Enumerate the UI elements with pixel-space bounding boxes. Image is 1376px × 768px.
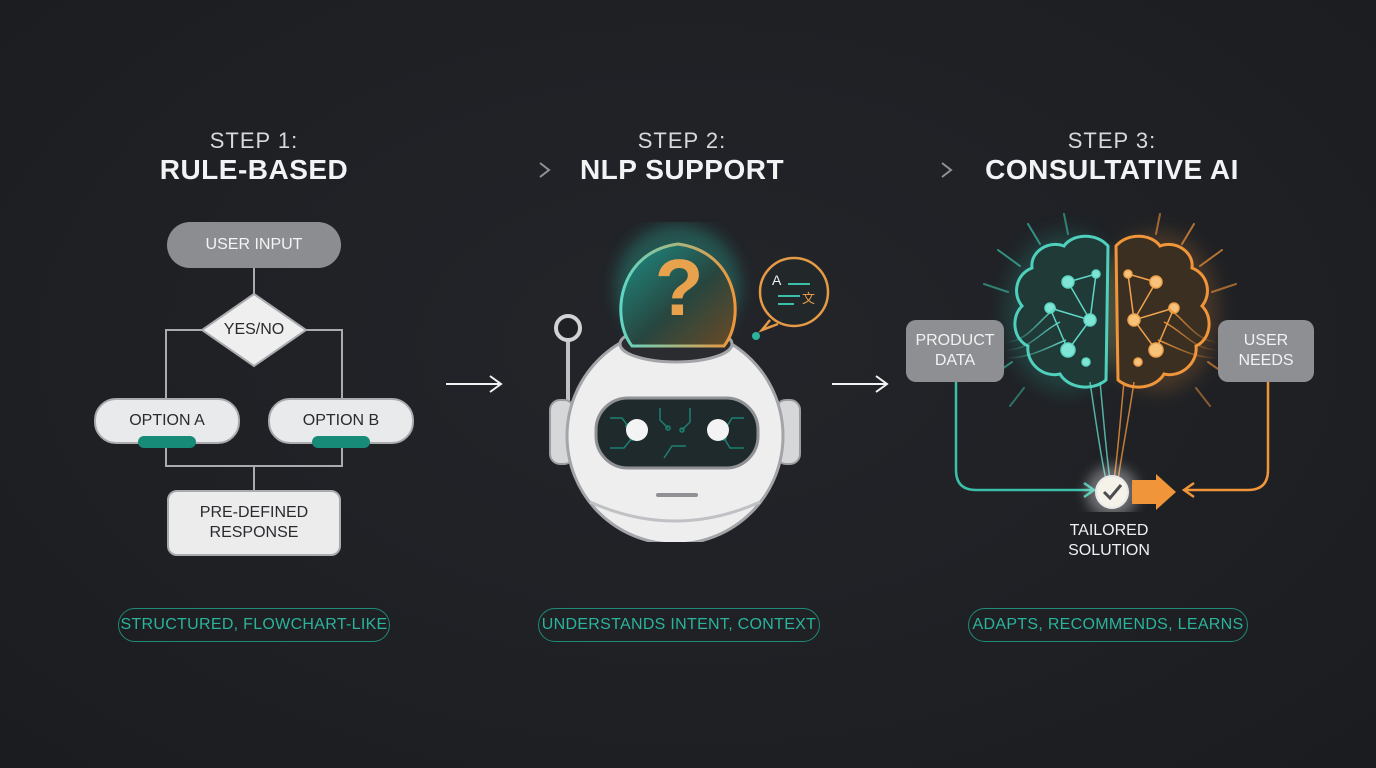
step3-tag: ADAPTS, RECOMMENDS, LEARNS bbox=[968, 608, 1248, 642]
translate-glyph-zh: 文 bbox=[802, 291, 816, 306]
arrow-right-icon bbox=[832, 375, 889, 393]
robot-icon bbox=[549, 224, 801, 542]
product-data-line2: DATA bbox=[934, 352, 976, 369]
step2-label: STEP 2: bbox=[637, 128, 727, 153]
question-bulb-icon: ? bbox=[654, 243, 704, 332]
step3-title: CONSULTATIVE AI bbox=[985, 154, 1239, 185]
user-input-node: USER INPUT bbox=[167, 222, 341, 268]
option-a-indicator bbox=[138, 436, 196, 448]
step2-title: NLP SUPPORT bbox=[579, 154, 785, 185]
tailored-solution-label: TAILORED SOLUTION bbox=[1029, 521, 1189, 561]
decision-diamond bbox=[200, 292, 308, 368]
step3-label: STEP 3: bbox=[1067, 128, 1157, 153]
user-needs-line1: USER bbox=[1243, 332, 1289, 349]
step1-title: RULE-BASED bbox=[159, 154, 349, 185]
brain-icon bbox=[954, 213, 1270, 512]
result-arrow-icon bbox=[1132, 474, 1176, 510]
header-arrow-icon bbox=[820, 162, 953, 178]
tailored-line1: TAILORED bbox=[1069, 522, 1149, 539]
option-b-indicator bbox=[312, 436, 370, 448]
step2-tag: UNDERSTANDS INTENT, CONTEXT bbox=[538, 608, 820, 642]
checkmark-icon bbox=[1095, 475, 1129, 509]
translate-glyph-a: A bbox=[772, 272, 782, 288]
user-needs-line2: NEEDS bbox=[1238, 352, 1294, 369]
decision-label: YES/NO bbox=[223, 321, 285, 338]
tailored-line2: SOLUTION bbox=[1068, 542, 1150, 559]
response-line1: PRE-DEFINED bbox=[199, 504, 309, 521]
user-needs-node: USER NEEDS bbox=[1218, 320, 1314, 382]
header-arrow-icon bbox=[382, 162, 551, 178]
translate-bubble-icon bbox=[752, 256, 830, 340]
flowchart-connectors bbox=[165, 268, 343, 492]
arrow-right-icon bbox=[446, 375, 503, 393]
response-line2: RESPONSE bbox=[209, 524, 299, 541]
step1-label: STEP 1: bbox=[209, 128, 299, 153]
step1-tag: STRUCTURED, FLOWCHART-LIKE bbox=[118, 608, 390, 642]
product-data-node: PRODUCT DATA bbox=[906, 320, 1004, 382]
predefined-response-node: PRE-DEFINED RESPONSE bbox=[167, 490, 341, 556]
product-data-line1: PRODUCT bbox=[915, 332, 995, 349]
